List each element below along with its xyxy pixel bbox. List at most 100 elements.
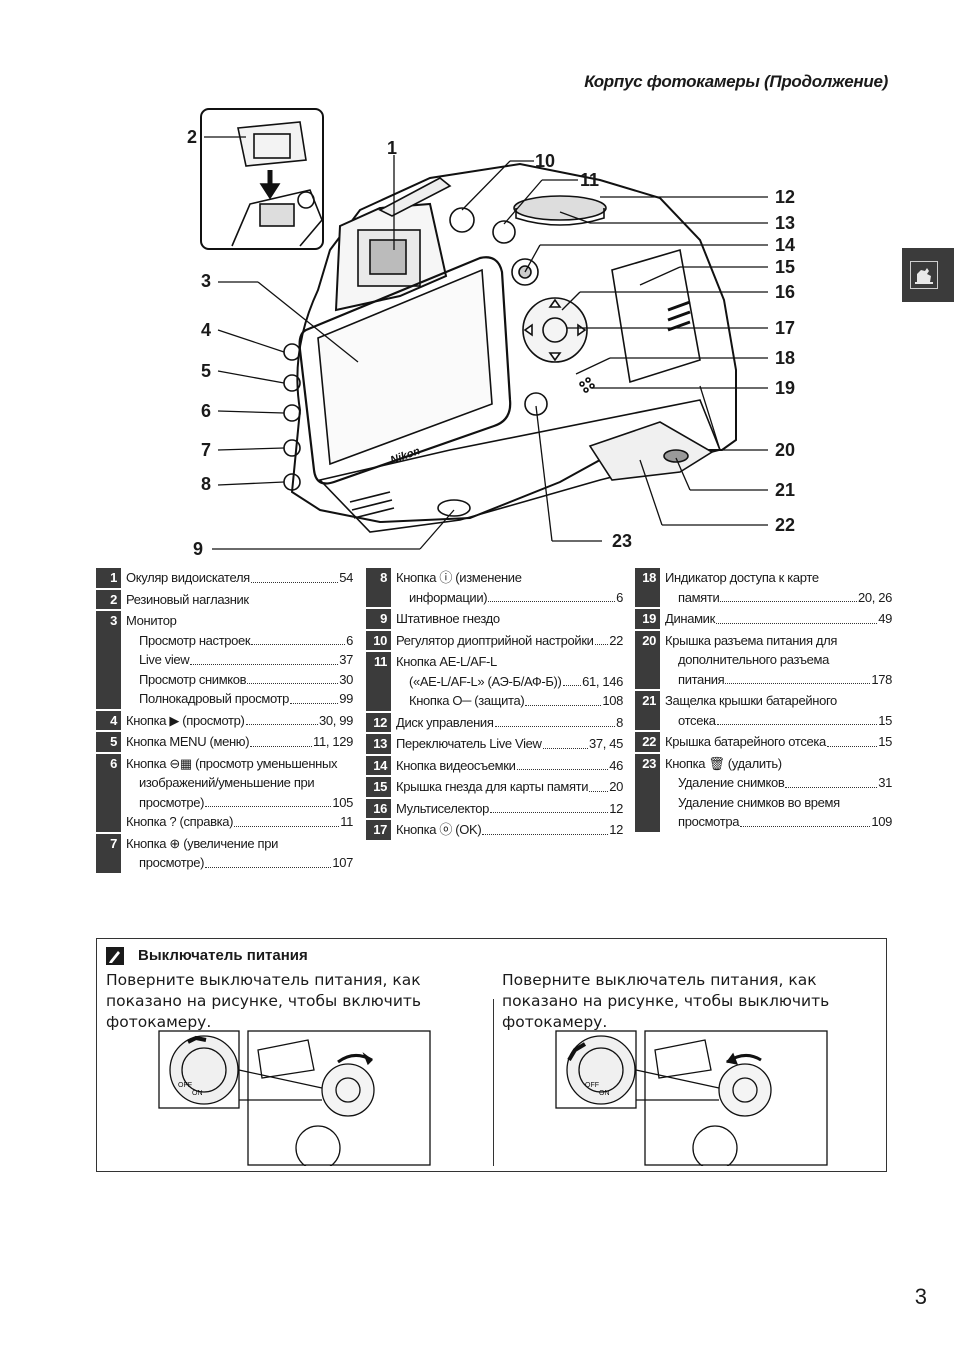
legend-entry-line: Кнопка AE-L/AF-L xyxy=(396,652,623,672)
callout-16: 16 xyxy=(775,282,796,302)
legend-entry-text: Просмотр настроек xyxy=(139,632,251,648)
legend-page-ref: 6 xyxy=(616,589,623,605)
callout-7: 7 xyxy=(201,440,212,460)
legend-entry-text: Штативное гнездо xyxy=(396,611,500,626)
legend-page-ref: 108 xyxy=(602,693,623,708)
dot-leader xyxy=(494,726,616,727)
legend-entry-text: Защелка крышки батарейного xyxy=(665,693,837,708)
legend-entry-text: Динамик xyxy=(665,611,715,626)
legend-page-ref: 178 xyxy=(871,671,892,687)
legend-entry-text: Крышка гнезда для карты памяти xyxy=(396,779,589,794)
legend-page-ref: 6 xyxy=(346,632,353,648)
legend-page-ref: 49 xyxy=(878,611,892,626)
legend-entry-text: Кнопка 🗑 (удалить) xyxy=(665,755,782,771)
dot-leader xyxy=(716,724,878,725)
callout-2: 2 xyxy=(187,127,198,147)
callout-15: 15 xyxy=(775,257,796,277)
legend-entry-text: информации) xyxy=(409,589,488,605)
legend-page-ref: 8 xyxy=(616,714,623,730)
legend-entry-line: Кнопка ⓘ (изменение xyxy=(396,568,623,588)
legend-entry-line: питания 178 xyxy=(665,670,892,690)
legend-entry-text: Крышка батарейного отсека xyxy=(665,734,826,749)
note-text-power-on: Поверните выключатель питания, как показ… xyxy=(106,971,422,1031)
switch-on-label-right: ON xyxy=(599,1090,610,1097)
legend-entry-text: («AE-L/AF-L» (АЭ-Б/АФ-Б)) xyxy=(409,673,562,689)
dot-leader xyxy=(251,644,346,645)
legend-item-number: 11 xyxy=(366,652,391,711)
legend-entry-line: Диск управления 8 xyxy=(396,713,623,733)
dot-leader xyxy=(245,724,318,725)
legend-entry-line: Кнопка ? (справка)11 xyxy=(126,812,353,832)
legend-entry-text: просмотре) xyxy=(139,855,205,870)
legend-entry-line: Динамик 49 xyxy=(665,609,892,629)
legend-entry-line: Крышка разъема питания для xyxy=(665,631,892,651)
switch-off-label-right: OFF xyxy=(585,1082,599,1089)
legend-page-ref: 11, 129 xyxy=(313,734,353,749)
legend-entry-line: Удаление снимков во время xyxy=(665,793,892,813)
callout-20: 20 xyxy=(775,440,796,460)
dot-leader xyxy=(826,745,878,747)
callout-19: 19 xyxy=(775,378,796,398)
callout-21: 21 xyxy=(775,480,796,500)
dot-leader xyxy=(516,769,609,770)
callout-12: 12 xyxy=(775,187,796,207)
dot-leader xyxy=(488,601,616,602)
legend-item-number: 19 xyxy=(635,609,660,629)
legend-entry-text: отсека xyxy=(678,712,716,728)
legend-page-ref: 20, 26 xyxy=(857,589,892,605)
dot-leader xyxy=(490,812,609,813)
callout-3: 3 xyxy=(201,271,212,291)
legend-item: 19 Динамик 49 xyxy=(635,609,892,631)
legend-item-number: 17 xyxy=(366,820,391,840)
chapter-tab xyxy=(902,248,954,302)
legend-item-number: 20 xyxy=(635,630,660,689)
legend-item-number: 21 xyxy=(635,691,660,730)
legend-page-ref: 109 xyxy=(871,814,892,829)
dot-leader xyxy=(290,702,339,704)
legend-page-ref: 99 xyxy=(339,691,353,706)
legend-item-number: 5 xyxy=(96,732,121,752)
legend-entry-line: Защелка крышки батарейного xyxy=(665,691,892,711)
legend-entry-line: дополнительного разъема xyxy=(665,650,892,670)
legend-page-ref: 22 xyxy=(609,632,623,648)
legend-entry-text: дополнительного разъема xyxy=(678,652,829,667)
legend-item-number: 4 xyxy=(96,710,121,730)
legend-item-number: 23 xyxy=(635,753,660,832)
callout-17: 17 xyxy=(775,318,796,338)
legend-entry-line: информации) 6 xyxy=(396,588,623,608)
legend-entry-line: Кнопка ⓞ (OK)12 xyxy=(396,820,623,840)
callout-23: 23 xyxy=(612,531,633,551)
legend-entry-text: питания xyxy=(678,671,725,687)
legend-item-number: 22 xyxy=(635,732,660,752)
legend-entry-line: Кнопка O─ (защита)108 xyxy=(396,691,623,711)
legend-item-number: 3 xyxy=(96,611,121,709)
legend-entry-text: Кнопка MENU (меню) xyxy=(126,734,250,749)
legend-item-number: 14 xyxy=(366,755,391,775)
switch-off-label-left: OFF xyxy=(178,1082,192,1089)
legend-entry-text: Диск управления xyxy=(396,714,494,730)
power-off-illustration: OFF ON xyxy=(555,1030,828,1166)
callout-14: 14 xyxy=(775,235,796,255)
note-divider xyxy=(493,999,494,1166)
dot-leader xyxy=(234,825,340,827)
callout-1: 1 xyxy=(387,138,398,158)
legend-item: 5 Кнопка MENU (меню) 11, 129 xyxy=(96,732,353,754)
legend-item-number: 6 xyxy=(96,753,121,832)
legend-entry-line: Просмотр настроек 6 xyxy=(126,631,353,651)
